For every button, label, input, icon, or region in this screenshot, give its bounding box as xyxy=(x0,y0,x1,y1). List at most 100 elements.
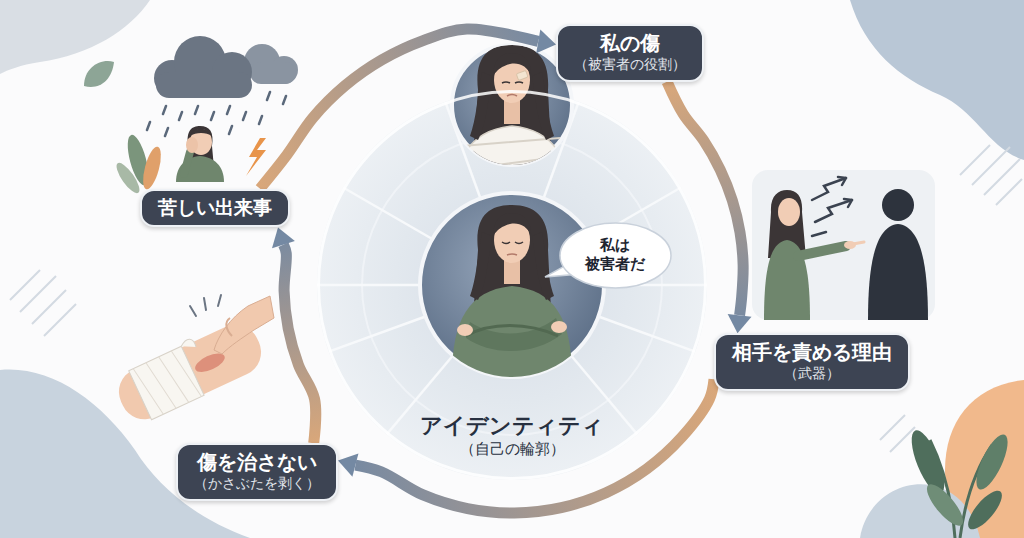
painful-event-scene xyxy=(186,137,198,153)
painful-event-scene xyxy=(244,44,298,84)
center-figure xyxy=(420,193,604,377)
spoke-lines xyxy=(329,317,426,352)
blame-scene xyxy=(815,200,852,222)
bubble-tail xyxy=(570,264,578,272)
painful-event-scene xyxy=(184,152,190,174)
wounded-self-figure xyxy=(507,95,517,97)
center-figure xyxy=(507,254,517,255)
center-figure xyxy=(466,318,562,351)
blame-scene xyxy=(812,232,826,236)
plant xyxy=(963,486,1008,534)
center-figure xyxy=(502,242,523,244)
node-title: 私は 被害者だ xyxy=(581,236,650,275)
wounded-self-figure xyxy=(456,138,568,190)
background-blobs xyxy=(0,0,150,74)
wounded-self-figure xyxy=(452,45,572,217)
arrow-shaft xyxy=(283,245,315,444)
center-figure xyxy=(466,326,558,337)
node-title: アイデンティティ xyxy=(317,412,707,440)
wounded-self-figure xyxy=(457,164,473,176)
center-figure xyxy=(532,232,554,300)
painful-event-scene xyxy=(113,160,143,196)
center-figure xyxy=(420,193,604,377)
node-subtitle: （武器） xyxy=(732,365,892,383)
bubble-shape xyxy=(560,223,671,288)
wounded-self-figure xyxy=(502,82,523,83)
plant xyxy=(970,431,1013,494)
cycle-arrow xyxy=(260,29,556,189)
speech-bubble: 私は 被害者だ xyxy=(559,222,672,289)
blame-scene xyxy=(778,198,800,226)
spoke-lines xyxy=(343,188,432,240)
arrow-head xyxy=(728,314,752,333)
identity-ring: 私は 被害者だアイデンティティ（自己の輪郭） xyxy=(317,90,707,480)
wounded-self-figure xyxy=(452,45,572,217)
center-figure xyxy=(493,213,531,236)
center-figure xyxy=(551,321,567,333)
node-title: 相手を責める理由 xyxy=(732,340,892,365)
blame-scene xyxy=(812,178,846,200)
wounded-self-figure xyxy=(452,45,572,217)
background-blobs xyxy=(850,0,1024,160)
spoke-lines xyxy=(317,284,420,287)
stripe-pattern xyxy=(960,145,1022,205)
cycle-arrow xyxy=(667,82,751,334)
painful-event-scene xyxy=(140,145,165,191)
painful-event-scene xyxy=(250,62,296,84)
wounded-self-figure xyxy=(516,70,528,80)
arrow-shaft xyxy=(260,29,538,189)
label-pill: 傷を治さない（かさぶたを剥く） xyxy=(176,443,338,501)
painful-event-scene xyxy=(147,92,286,136)
node-subtitle: （被害者の役割） xyxy=(574,56,686,74)
spoke-lines xyxy=(317,102,707,435)
painful-event-scene xyxy=(147,92,286,136)
wounded-self-figure xyxy=(452,126,572,217)
center-figure xyxy=(452,205,572,377)
ring-label: アイデンティティ（自己の輪郭） xyxy=(317,412,707,459)
plant xyxy=(905,426,1014,538)
center-figure xyxy=(457,324,473,336)
painful-event-scene xyxy=(246,138,266,176)
wounded-self-figure xyxy=(551,161,567,173)
blame-scene xyxy=(844,199,852,207)
identity-ring-fill xyxy=(317,90,707,480)
painful-event-scene xyxy=(190,129,212,136)
blame-scene xyxy=(838,177,846,185)
node-subtitle: （自己の輪郭） xyxy=(317,440,707,460)
blame-scene xyxy=(812,177,852,236)
node-title: 傷を治さない xyxy=(194,450,320,475)
arrow-head xyxy=(338,453,358,476)
picking-scab-scene xyxy=(129,346,204,419)
arrow-head xyxy=(272,227,295,248)
plant xyxy=(921,479,968,530)
label-pill: 相手を責める理由（武器） xyxy=(714,333,910,391)
center-figure xyxy=(452,286,572,377)
wounded-self-figure xyxy=(466,158,562,191)
identity-ring-fill xyxy=(317,90,707,480)
picking-scab-scene xyxy=(226,318,232,336)
wounded-self-figure xyxy=(470,72,492,140)
blame-scene xyxy=(752,170,935,320)
picking-scab-scene xyxy=(190,295,221,316)
blame-scene xyxy=(853,242,864,244)
background-blobs xyxy=(84,61,114,87)
picking-scab-scene xyxy=(109,295,274,428)
node-title: 苦しい出来事 xyxy=(158,196,272,220)
cycle-arrow xyxy=(272,227,316,443)
stripe-pattern xyxy=(880,415,915,452)
spoke-lines xyxy=(599,317,696,352)
center-figure xyxy=(470,232,492,300)
blame-scene xyxy=(798,246,846,256)
stripe-pattern xyxy=(10,270,76,336)
blame-scene xyxy=(868,224,928,320)
painful-event-scene xyxy=(156,72,252,98)
arrow-head xyxy=(536,29,556,53)
picking-scab-scene xyxy=(180,337,197,352)
wounded-self-figure xyxy=(504,100,520,124)
picking-scab-scene xyxy=(214,296,274,354)
painful-event-scene xyxy=(154,36,252,98)
blame-scene xyxy=(882,189,914,221)
blame-scene xyxy=(752,170,935,320)
